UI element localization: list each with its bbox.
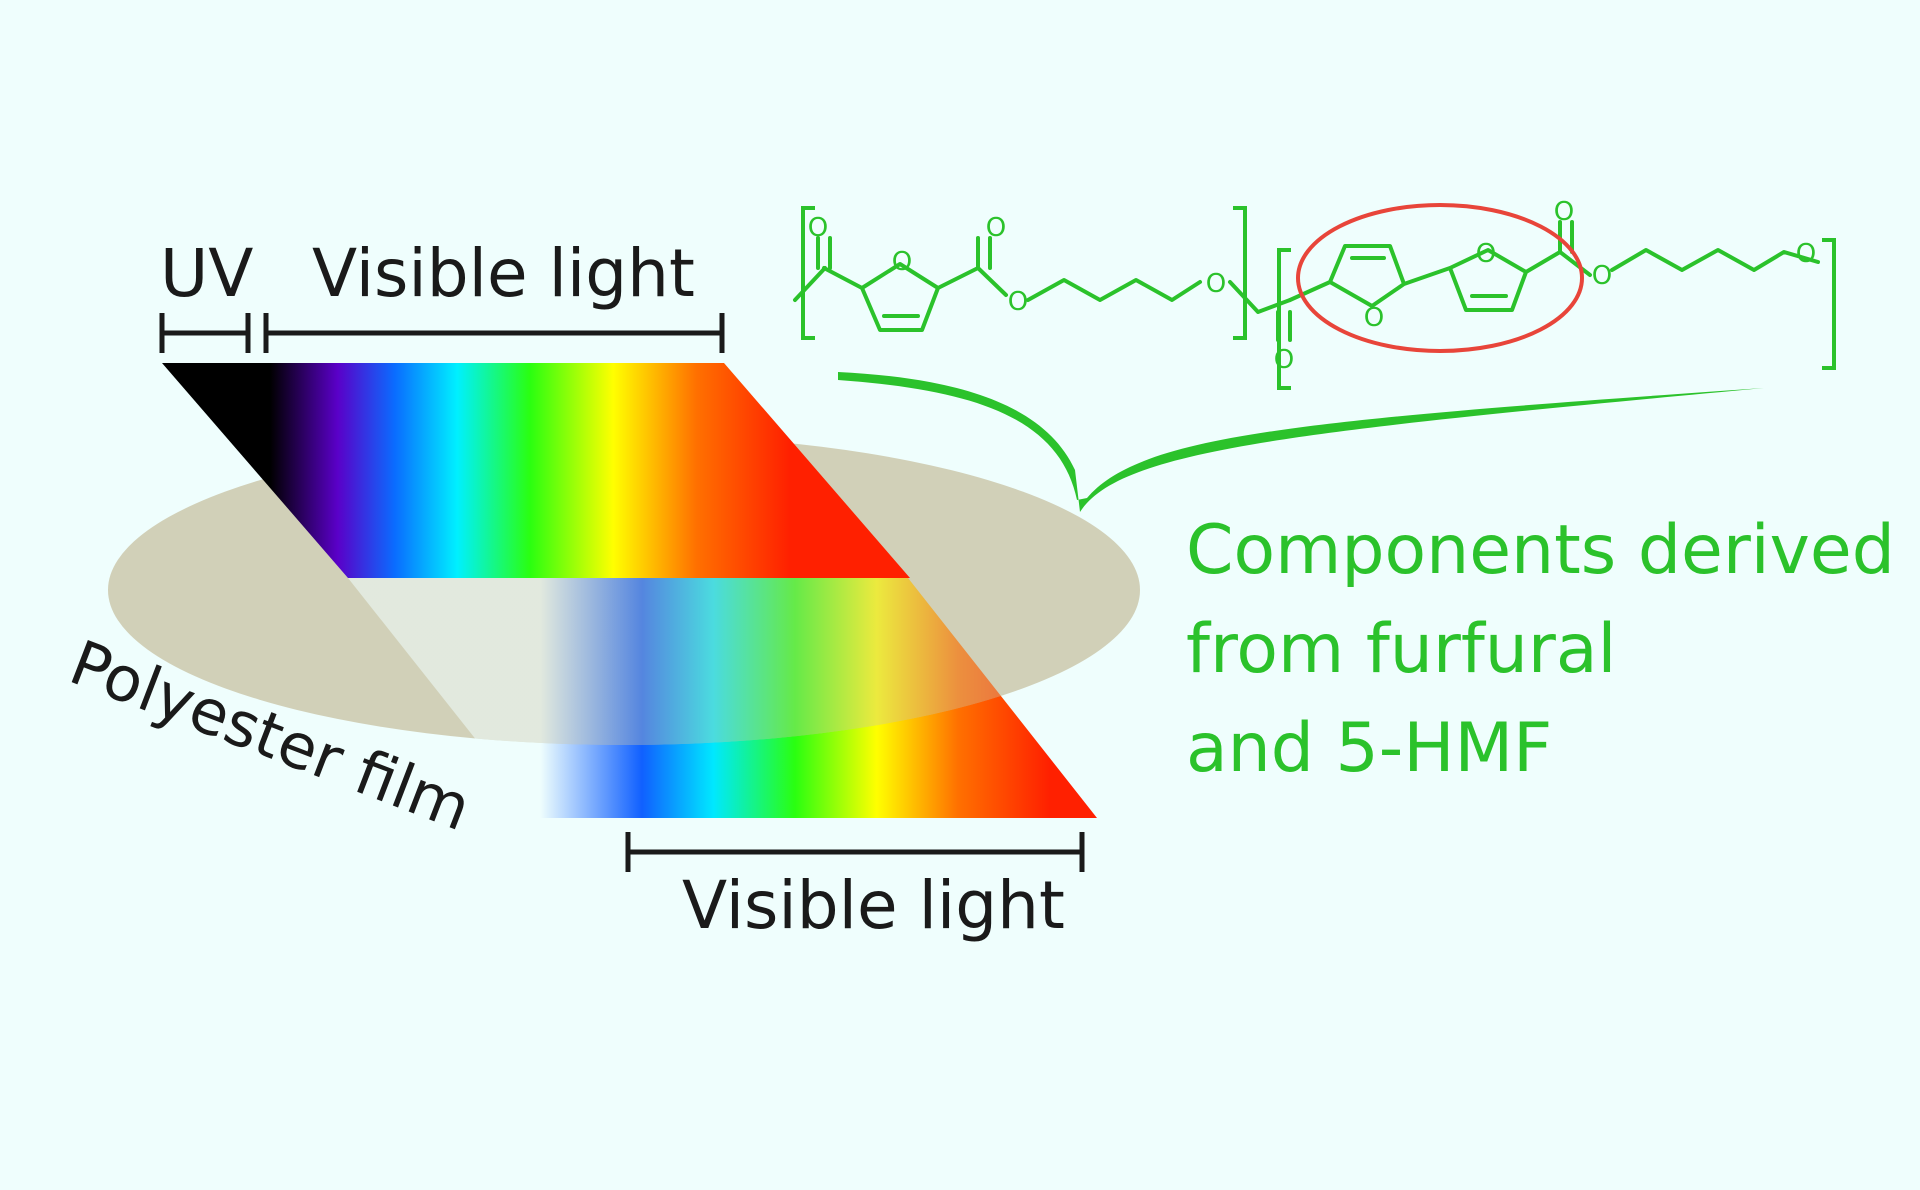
components-label-line3: and 5-HMF: [1186, 709, 1552, 788]
oxygen-atom: O: [1796, 239, 1816, 269]
oxygen-atom: O: [1206, 269, 1226, 299]
visible-light-label-bottom: Visible light: [682, 867, 1065, 944]
oxygen-atom: O: [1274, 345, 1294, 375]
repeat-bracket-2-right: [1822, 238, 1836, 370]
unit1-bonds: [793, 236, 1202, 332]
oxygen-atom: O: [808, 213, 828, 243]
uv-label: UV: [160, 235, 253, 312]
film-overlap-spectrum: [348, 578, 1097, 745]
repeat-bracket-1-right: [1233, 206, 1247, 340]
repeat-bracket-1-left: [801, 206, 815, 340]
bifuran-highlight-ellipse: [1296, 203, 1584, 353]
components-label-line1: Components derived: [1186, 511, 1895, 590]
oxygen-atom: O: [1476, 239, 1496, 269]
oxygen-atom: O: [986, 213, 1006, 243]
polyester-structure: O O O O O O O O O O O: [793, 197, 1836, 390]
green-brace: [838, 372, 1764, 512]
oxygen-atom: O: [1008, 287, 1028, 317]
incident-spectrum: [162, 363, 910, 578]
uv-range-bar: [159, 313, 251, 353]
visible-light-label-top: Visible light: [312, 235, 695, 312]
components-label-line2: from furfural: [1186, 610, 1616, 689]
linker-bonds: [1228, 280, 1292, 342]
oxygen-atom: O: [1592, 261, 1612, 291]
oxygen-atom: O: [1364, 303, 1384, 333]
visible-range-bar-top: [263, 313, 725, 353]
oxygen-atom: O: [1554, 197, 1574, 227]
oxygen-atom: O: [892, 247, 912, 277]
visible-range-bar-bottom: [625, 832, 1085, 872]
